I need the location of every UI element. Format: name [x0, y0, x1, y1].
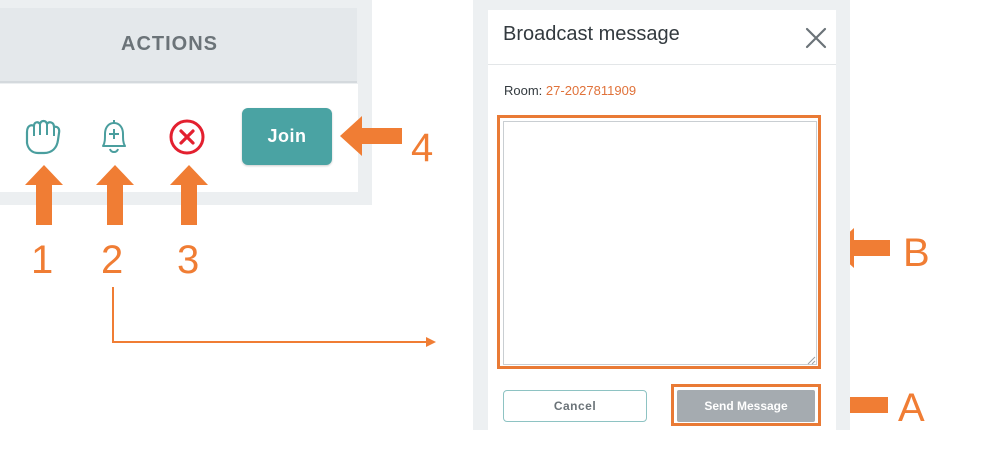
callout-label-4: 4 [411, 126, 434, 170]
raise-hand-icon[interactable] [22, 118, 62, 156]
dialog-title: Broadcast message [503, 23, 680, 45]
join-button[interactable]: Join [242, 108, 332, 165]
room-line: Room: 27-2027811909 [504, 83, 636, 98]
send-highlight-box [671, 384, 821, 426]
message-textarea[interactable] [503, 121, 817, 365]
arrow-3 [170, 165, 208, 225]
callout-label-1: 1 [31, 238, 54, 282]
connector-arrowhead [426, 337, 436, 347]
dialog-header [488, 10, 836, 65]
arrow-4 [340, 116, 402, 156]
actions-title: ACTIONS [121, 33, 218, 55]
callout-label-3: 3 [177, 238, 200, 282]
room-id: 27-2027811909 [545, 83, 637, 98]
callout-label-b: B [903, 231, 930, 275]
resize-handle-icon[interactable] [806, 352, 816, 365]
arrow-1 [25, 165, 63, 225]
bell-plus-icon[interactable] [97, 116, 131, 158]
callout-label-2: 2 [101, 238, 124, 282]
cancel-button[interactable]: Cancel [503, 390, 647, 422]
callout-label-a: A [898, 386, 925, 430]
send-message-button[interactable]: Send Message [677, 390, 815, 422]
close-icon[interactable] [804, 26, 828, 50]
actions-header [0, 8, 357, 83]
close-circle-icon[interactable] [168, 118, 206, 156]
room-label: Room: [504, 83, 543, 98]
connector-line [112, 287, 430, 343]
arrow-2 [96, 165, 134, 225]
